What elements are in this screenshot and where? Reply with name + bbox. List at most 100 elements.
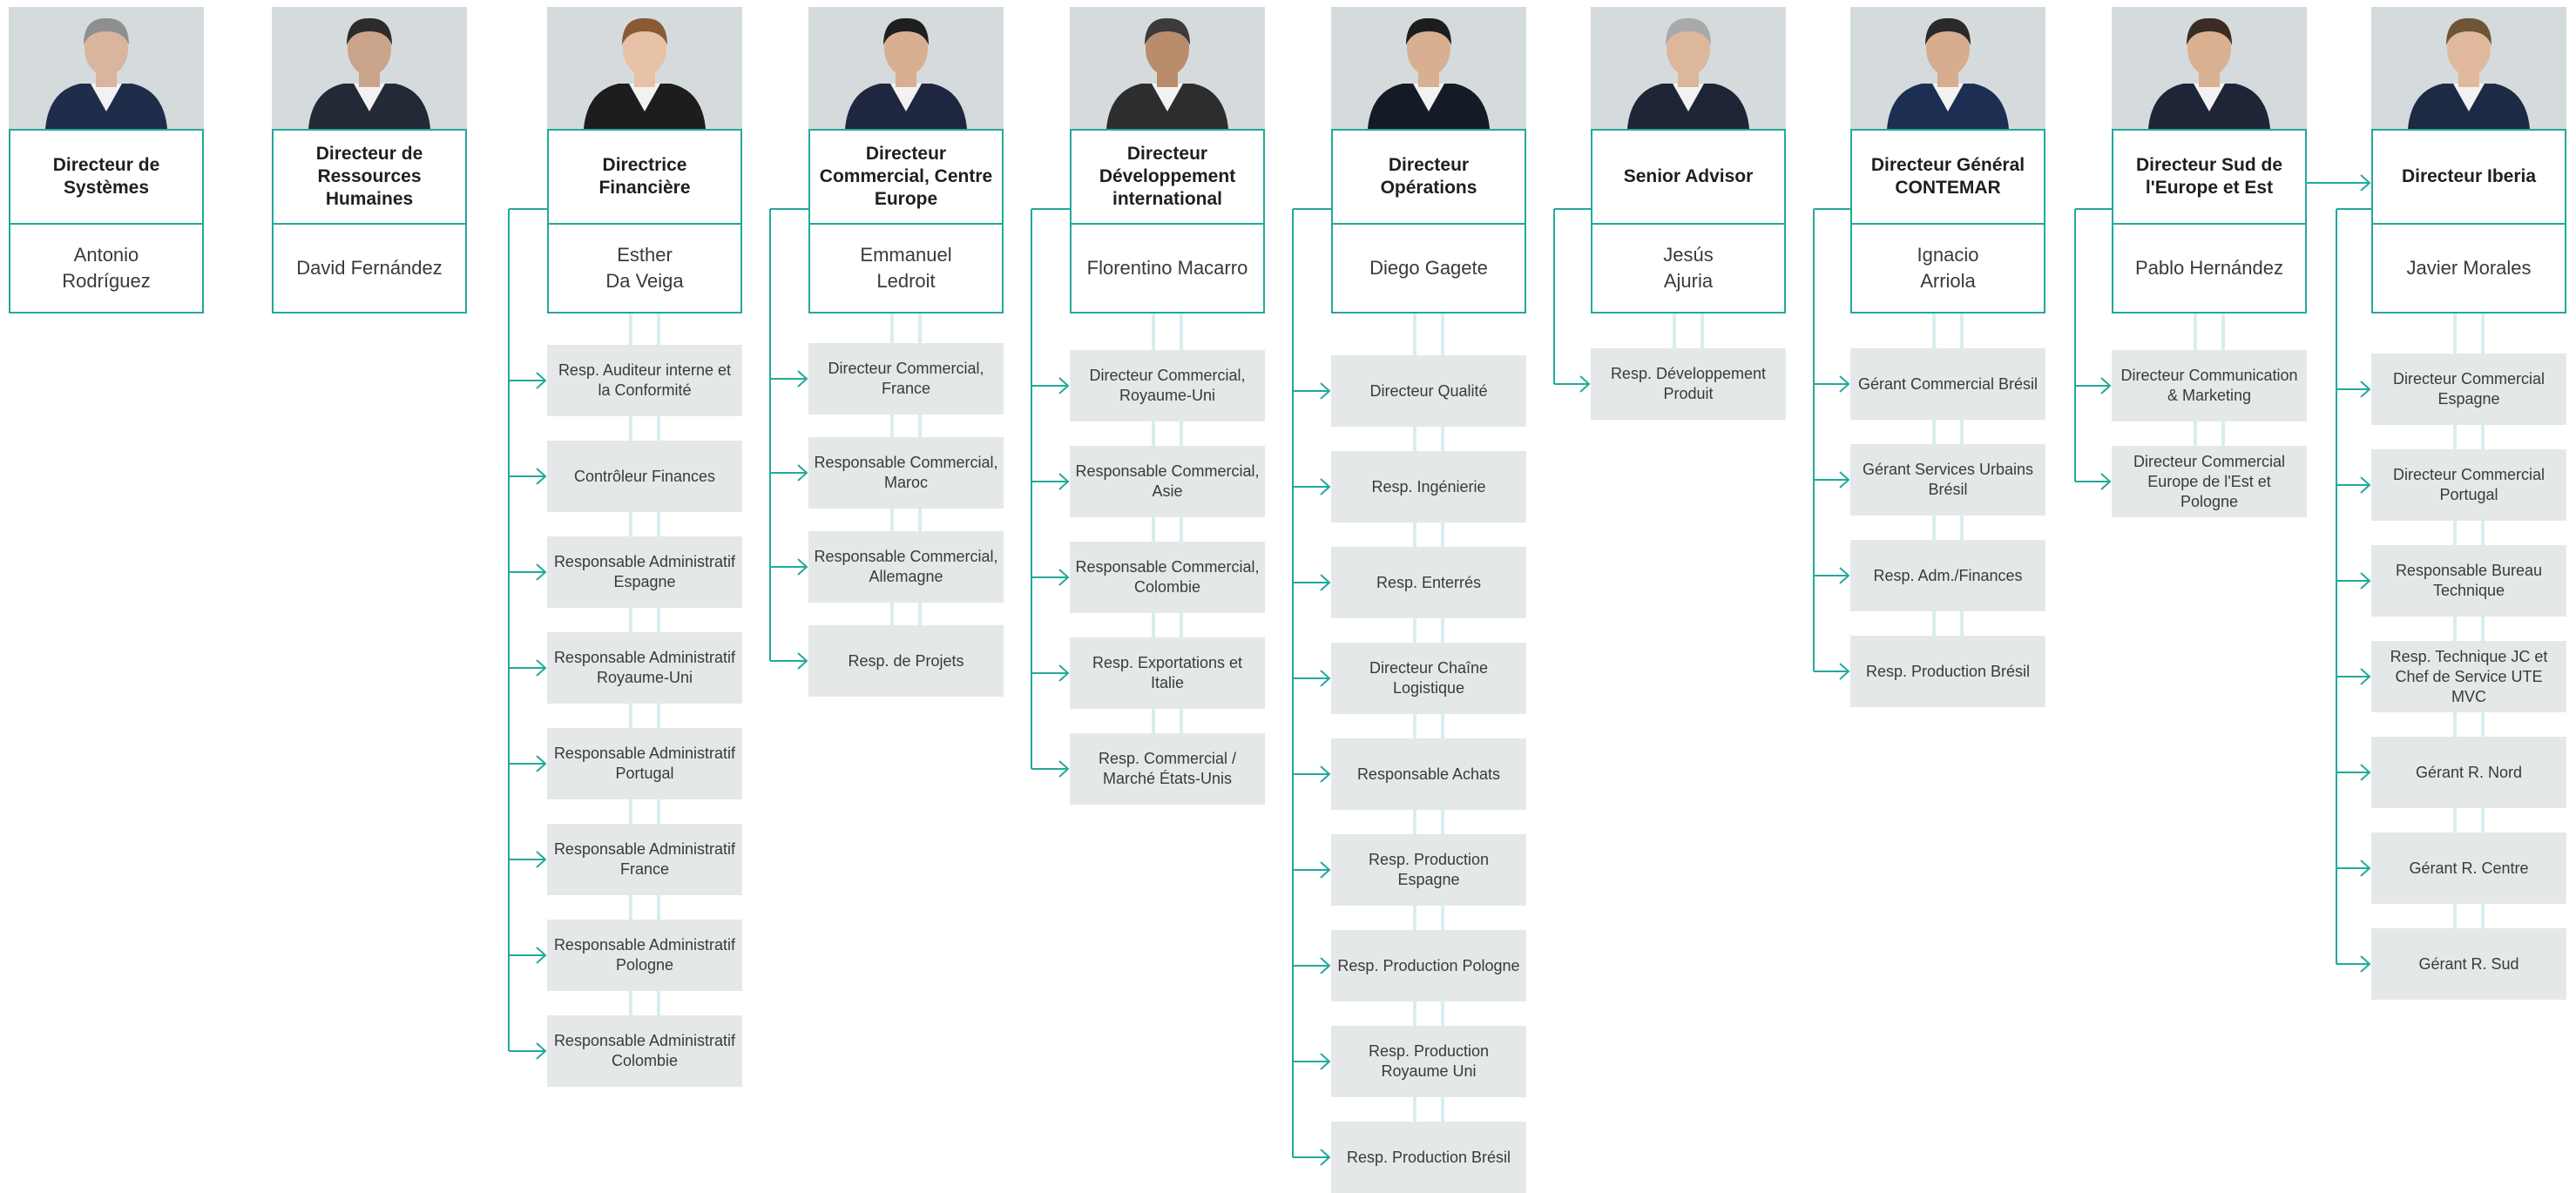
connector-arrow bbox=[1058, 760, 1070, 778]
sub-role-box: Resp. Technique JC et Chef de Service UT… bbox=[2371, 641, 2566, 712]
sub-role-box: Directeur Commercial Europe de l'Est et … bbox=[2112, 446, 2307, 517]
director-title: Directeur Général CONTEMAR bbox=[1850, 129, 2045, 225]
sub-role-box: Resp. Production Brésil bbox=[1850, 636, 2045, 707]
director-photo bbox=[808, 7, 1004, 129]
sub-role-box: Directeur Commercial, France bbox=[808, 343, 1004, 415]
sub-role-box: Directeur Chaîne Logistique bbox=[1331, 643, 1526, 714]
connector-arrow bbox=[1320, 1053, 1331, 1070]
sub-role-box: Resp. Production Brésil bbox=[1331, 1122, 1526, 1193]
connector-arrow bbox=[2360, 572, 2371, 590]
connector-arrow bbox=[797, 370, 808, 388]
director-name: Diego Gagete bbox=[1331, 225, 1526, 313]
connector-arrow bbox=[1839, 663, 1850, 680]
director-title: Directeur Développement international bbox=[1070, 129, 1265, 225]
director-photo bbox=[1591, 7, 1786, 129]
sub-role-box: Responsable Bureau Technique bbox=[2371, 545, 2566, 617]
sub-role-box: Responsable Administratif Espagne bbox=[547, 536, 742, 608]
sub-role-box: Responsable Commercial, Maroc bbox=[808, 437, 1004, 509]
connector-arrow bbox=[1058, 664, 1070, 682]
connector-peer-arrow bbox=[2360, 174, 2371, 192]
director-photo bbox=[1070, 7, 1265, 129]
sub-role-box: Responsable Commercial, Allemagne bbox=[808, 531, 1004, 603]
connector-arrow bbox=[536, 659, 547, 677]
connector-arrow bbox=[536, 947, 547, 964]
connector-arrow bbox=[536, 372, 547, 389]
sub-role-box: Gérant Commercial Brésil bbox=[1850, 348, 2045, 420]
director-photo bbox=[1331, 7, 1526, 129]
connector-arrow bbox=[2360, 955, 2371, 973]
connector-arrow bbox=[2100, 473, 2112, 490]
connector-arrow bbox=[1839, 567, 1850, 584]
connector-arrow bbox=[1579, 375, 1591, 393]
sub-role-box: Resp. Commercial / Marché États-Unis bbox=[1070, 733, 1265, 805]
director-photo bbox=[2371, 7, 2566, 129]
connector-arrow bbox=[1320, 957, 1331, 974]
director-title: Directeur Opérations bbox=[1331, 129, 1526, 225]
director-title: Senior Advisor bbox=[1591, 129, 1786, 225]
connector-arrow bbox=[1320, 670, 1331, 687]
connector-arrow bbox=[1320, 861, 1331, 879]
sub-role-box: Responsable Administratif France bbox=[547, 824, 742, 895]
director-name: Esther Da Veiga bbox=[547, 225, 742, 313]
connector-arrow bbox=[1839, 471, 1850, 489]
sub-role-box: Responsable Administratif Colombie bbox=[547, 1015, 742, 1087]
sub-role-box: Responsable Achats bbox=[1331, 738, 1526, 810]
sub-role-box: Resp. Exportations et Italie bbox=[1070, 637, 1265, 709]
sub-role-box: Directeur Qualité bbox=[1331, 355, 1526, 427]
director-photo bbox=[547, 7, 742, 129]
connector-arrow bbox=[1320, 574, 1331, 591]
director-name: Antonio Rodríguez bbox=[9, 225, 204, 313]
sub-role-box: Resp. Enterrés bbox=[1331, 547, 1526, 618]
director-name: Emmanuel Ledroit bbox=[808, 225, 1004, 313]
sub-role-box: Resp. Production Royaume Uni bbox=[1331, 1026, 1526, 1097]
connector-arrow bbox=[797, 652, 808, 670]
director-title: Directeur de Ressources Humaines bbox=[272, 129, 467, 225]
director-photo bbox=[2112, 7, 2307, 129]
connector-arrow bbox=[797, 558, 808, 576]
sub-role-box: Gérant R. Centre bbox=[2371, 832, 2566, 904]
connector-arrow bbox=[1320, 765, 1331, 783]
sub-role-box: Resp. Auditeur interne et la Conformité bbox=[547, 345, 742, 416]
sub-role-box: Resp. Adm./Finances bbox=[1850, 540, 2045, 611]
connector-arrow bbox=[1058, 377, 1070, 394]
connector-arrow bbox=[1320, 1149, 1331, 1166]
connector-arrow bbox=[536, 468, 547, 485]
sub-role-box: Resp. Production Pologne bbox=[1331, 930, 1526, 1001]
connector-arrow bbox=[2360, 859, 2371, 877]
connector-arrow bbox=[1058, 569, 1070, 586]
connector-arrow bbox=[2360, 668, 2371, 685]
director-title: Directeur de Systèmes bbox=[9, 129, 204, 225]
sub-role-box: Gérant R. Sud bbox=[2371, 928, 2566, 1000]
sub-role-box: Resp. Ingénierie bbox=[1331, 451, 1526, 522]
sub-role-box: Directeur Commercial Espagne bbox=[2371, 354, 2566, 425]
connector-arrow bbox=[2360, 476, 2371, 494]
connector-arrow bbox=[2360, 381, 2371, 398]
sub-role-box: Responsable Administratif Portugal bbox=[547, 728, 742, 799]
director-name: Florentino Macarro bbox=[1070, 225, 1265, 313]
director-name: Jesús Ajuria bbox=[1591, 225, 1786, 313]
director-title: Directeur Commercial, Centre Europe bbox=[808, 129, 1004, 225]
sub-role-box: Directeur Commercial, Royaume-Uni bbox=[1070, 350, 1265, 421]
connector-arrow bbox=[1320, 382, 1331, 400]
connector-arrow bbox=[1839, 375, 1850, 393]
sub-role-box: Gérant Services Urbains Brésil bbox=[1850, 444, 2045, 516]
director-name: Pablo Hernández bbox=[2112, 225, 2307, 313]
director-photo bbox=[9, 7, 204, 129]
director-photo bbox=[272, 7, 467, 129]
connector-arrow bbox=[536, 563, 547, 581]
connector-arrow bbox=[2100, 377, 2112, 394]
sub-role-box: Responsable Commercial, Colombie bbox=[1070, 542, 1265, 613]
director-title: Directeur Sud de l'Europe et Est bbox=[2112, 129, 2307, 225]
connector-arrow bbox=[1320, 478, 1331, 495]
director-title: Directrice Financière bbox=[547, 129, 742, 225]
